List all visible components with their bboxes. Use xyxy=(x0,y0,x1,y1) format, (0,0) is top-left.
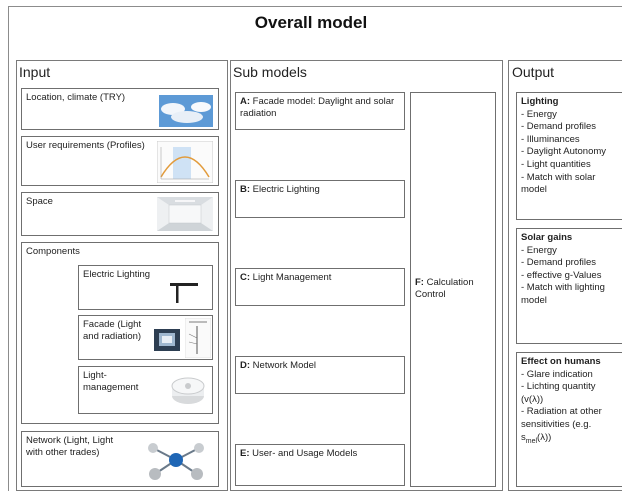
diagram-title: Overall model xyxy=(254,13,368,32)
effect-on-humans-heading: Effect on humans xyxy=(521,356,601,367)
profile-chart-image xyxy=(157,141,213,183)
submodel-a-key: A: xyxy=(240,96,251,107)
components-label: Components xyxy=(26,246,80,257)
room-image xyxy=(157,197,213,231)
network-box: Network (Light, Light with other trades) xyxy=(21,431,219,487)
user-requirements-label: User requirements (Profiles) xyxy=(26,140,145,151)
submodel-f-text: Calculation Control xyxy=(415,277,474,300)
sky-image xyxy=(159,95,213,127)
submodel-a-text: Facade model: Daylight and solar radiati… xyxy=(240,96,395,119)
effect-on-humans-item-tail: (λ)) xyxy=(537,431,552,443)
effect-on-humans-item: - Radiation at other sensitivities (e.g.… xyxy=(521,406,618,448)
submodel-d-key: D: xyxy=(240,360,251,371)
lighting-item: - Daylight Autonomy xyxy=(521,146,607,158)
solar-gains-item: - effective g-Values xyxy=(521,269,602,281)
sub-models-header: Sub models xyxy=(233,64,307,80)
lighting-heading: Lighting xyxy=(521,96,559,107)
submodel-b-key: B: xyxy=(240,184,251,195)
effect-on-humans-item: - Lichting quantity (v(λ)) xyxy=(521,381,596,405)
submodel-c-key: C: xyxy=(240,272,251,283)
floor-lamp-icon xyxy=(170,283,198,303)
lighting-output-box: Lighting - Energy - Demand profiles - Il… xyxy=(516,92,622,220)
submodel-e-text: User- and Usage Models xyxy=(252,448,358,459)
electric-lighting-component: Electric Lighting xyxy=(78,265,213,310)
electric-lighting-label: Electric Lighting xyxy=(83,269,151,280)
location-label: Location, climate (TRY) xyxy=(26,92,126,103)
solar-gains-item: - Demand profiles xyxy=(521,257,596,269)
submodel-d-text: Network Model xyxy=(252,360,317,371)
lighting-item: - Energy xyxy=(521,108,557,120)
solar-gains-heading: Solar gains xyxy=(521,232,573,243)
lighting-item: - Match with solar model xyxy=(521,171,596,196)
submodel-f-key: F: xyxy=(415,277,424,288)
solar-gains-item: - Energy xyxy=(521,244,557,256)
overall-model-frame xyxy=(8,6,622,491)
submodel-b-text: Electric Lighting xyxy=(252,184,320,195)
effect-on-humans-item-text: - Radiation at other sensitivities (e.g.… xyxy=(521,406,602,443)
network-icon xyxy=(148,443,204,480)
submodel-c-text: Light Management xyxy=(252,272,332,283)
effect-on-humans-output-box: Effect on humans - Glare indication - Li… xyxy=(516,352,622,487)
sensor-device-image xyxy=(171,377,205,404)
input-header: Input xyxy=(19,64,51,80)
network-label: Network (Light, Light with other trades) xyxy=(26,435,114,458)
submodel-f-box: F: Calculation Control xyxy=(410,92,496,487)
lighting-item: - Light quantities xyxy=(521,158,591,170)
submodel-a-box: A: Facade model: Daylight and solar radi… xyxy=(235,92,405,130)
lighting-item: - Demand profiles xyxy=(521,121,596,133)
output-header: Output xyxy=(512,64,555,80)
lighting-item: - Illuminances xyxy=(521,133,580,145)
submodel-e-box: E: User- and Usage Models xyxy=(235,444,405,486)
submodel-d-box: D: Network Model xyxy=(235,356,405,394)
facade-diagram-image xyxy=(185,318,211,358)
facade-label: Facade (Light and radiation) xyxy=(83,319,142,342)
facade-image xyxy=(154,329,180,351)
space-label: Space xyxy=(26,196,53,207)
submodel-b-box: B: Electric Lighting xyxy=(235,180,405,218)
effect-on-humans-item: - Glare indication xyxy=(521,368,593,380)
submodel-c-box: C: Light Management xyxy=(235,268,405,306)
mel-subscript: mel xyxy=(525,437,538,445)
solar-gains-output-box: Solar gains - Energy - Demand profiles -… xyxy=(516,228,622,344)
light-management-label: Light-management xyxy=(83,370,139,393)
solar-gains-item: - Match with lighting model xyxy=(521,282,605,306)
submodel-e-key: E: xyxy=(240,448,250,459)
